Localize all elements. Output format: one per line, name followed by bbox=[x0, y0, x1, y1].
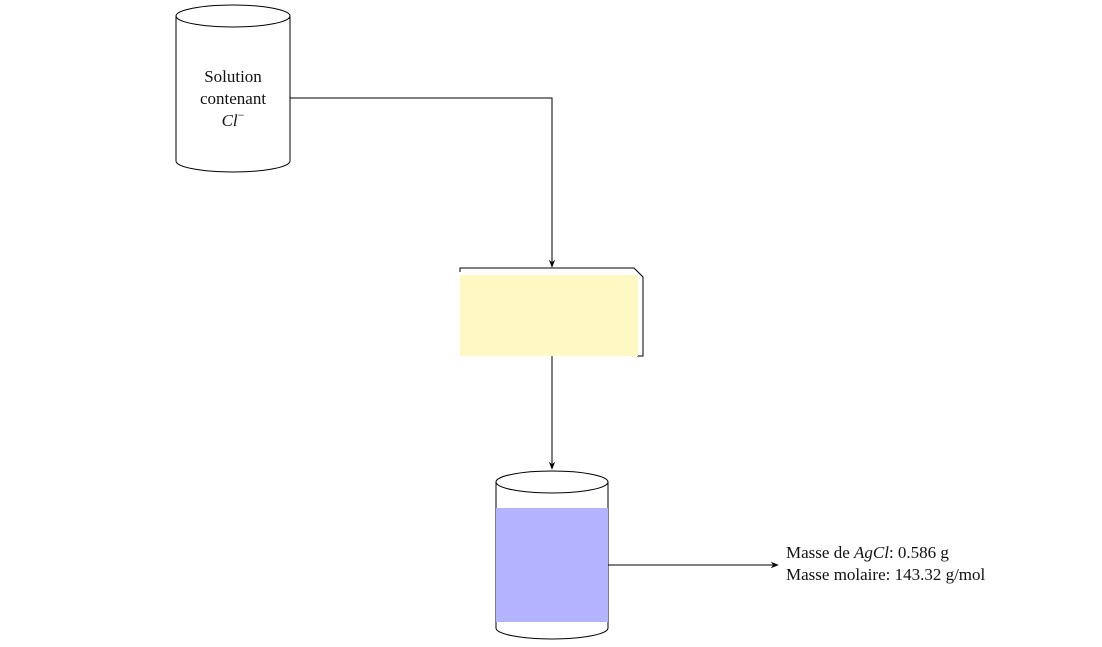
filter-box-outline bbox=[459, 267, 644, 357]
result-compound: AgCl bbox=[853, 543, 889, 562]
source-cylinder-body bbox=[175, 16, 291, 173]
result-line-molar-mass: Masse molaire: 143.32 g/mol bbox=[786, 565, 986, 584]
result-mass-prefix: Masse de bbox=[786, 543, 854, 562]
result-mass-value: : 0.586 g bbox=[889, 543, 949, 562]
source-cylinder-top bbox=[175, 4, 291, 28]
collection-beaker-top bbox=[495, 470, 609, 494]
chloride-symbol: Cl bbox=[222, 111, 238, 130]
collection-beaker bbox=[495, 470, 609, 640]
source-label-ion: Cl− bbox=[222, 108, 245, 130]
filter-box-fill bbox=[460, 275, 638, 356]
result-line-mass: Masse de AgCl: 0.586 g bbox=[786, 543, 949, 562]
precipitate-layer bbox=[496, 508, 608, 622]
filter-box bbox=[459, 267, 644, 357]
arrow-source-to-filter bbox=[290, 97, 556, 268]
chloride-charge: − bbox=[238, 108, 245, 122]
source-label-line2: contenant bbox=[200, 89, 266, 108]
source-cylinder: Solution contenant Cl− bbox=[175, 4, 291, 173]
source-label-line1: Solution bbox=[204, 67, 262, 86]
result-text: Masse de AgCl: 0.586 g Masse molaire: 14… bbox=[786, 543, 986, 584]
